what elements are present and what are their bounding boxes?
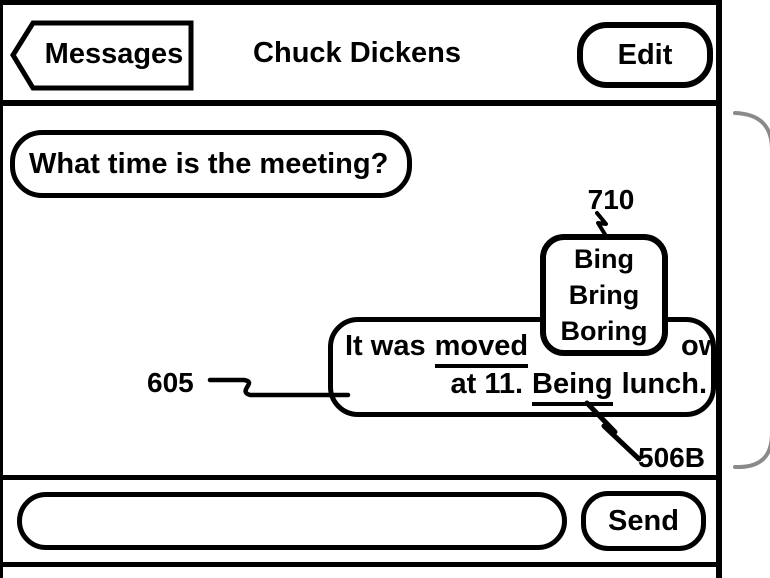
suggestion-item[interactable]: Boring xyxy=(560,316,648,346)
back-arrow-shape xyxy=(10,20,194,91)
ref-label-605: 605 xyxy=(147,367,194,398)
frame-left-edge xyxy=(0,0,3,578)
suggestion-popup: Bing Bring Boring xyxy=(540,234,668,356)
ref-label-710: 710 xyxy=(587,184,635,215)
composer-bottom-divider xyxy=(0,562,722,567)
outgoing-message-line1: It was moved xyxy=(345,330,529,368)
edit-button[interactable]: Edit xyxy=(577,22,713,88)
send-button-label: Send xyxy=(608,504,679,537)
outgoing-message-line1-end: ow xyxy=(681,330,721,363)
outgoing-text-start: It was xyxy=(345,330,426,362)
back-button[interactable]: Messages xyxy=(10,20,194,91)
incoming-message-text: What time is the meeting? xyxy=(29,147,389,180)
composer-top-divider xyxy=(0,475,722,480)
back-button-label: Messages xyxy=(44,38,184,70)
outgoing-message-line2: at 11. Being lunch. xyxy=(450,368,707,406)
edit-button-label: Edit xyxy=(617,38,673,71)
conversation-title: Chuck Dickens xyxy=(253,37,461,69)
frame-right-edge xyxy=(716,0,722,578)
send-button[interactable]: Send xyxy=(581,491,706,551)
outgoing-text-line2-start: at 11. xyxy=(450,368,524,400)
suggestion-item[interactable]: Bring xyxy=(568,280,640,310)
ref-label-506B: 506B xyxy=(638,442,705,473)
incoming-message-bubble: What time is the meeting? xyxy=(10,130,412,198)
outgoing-word-moved[interactable]: moved xyxy=(434,330,529,368)
outgoing-word-being[interactable]: Being xyxy=(532,368,613,406)
outgoing-text-visible-end: ow xyxy=(681,330,722,362)
suggestion-item[interactable]: Bing xyxy=(574,244,634,274)
message-input[interactable] xyxy=(17,492,567,550)
ref-710-connector xyxy=(595,211,608,238)
message-area-bracket xyxy=(733,111,770,470)
frame-top-edge xyxy=(0,0,722,5)
outgoing-text-line2-end: lunch. xyxy=(621,368,707,400)
header-divider xyxy=(0,100,722,106)
